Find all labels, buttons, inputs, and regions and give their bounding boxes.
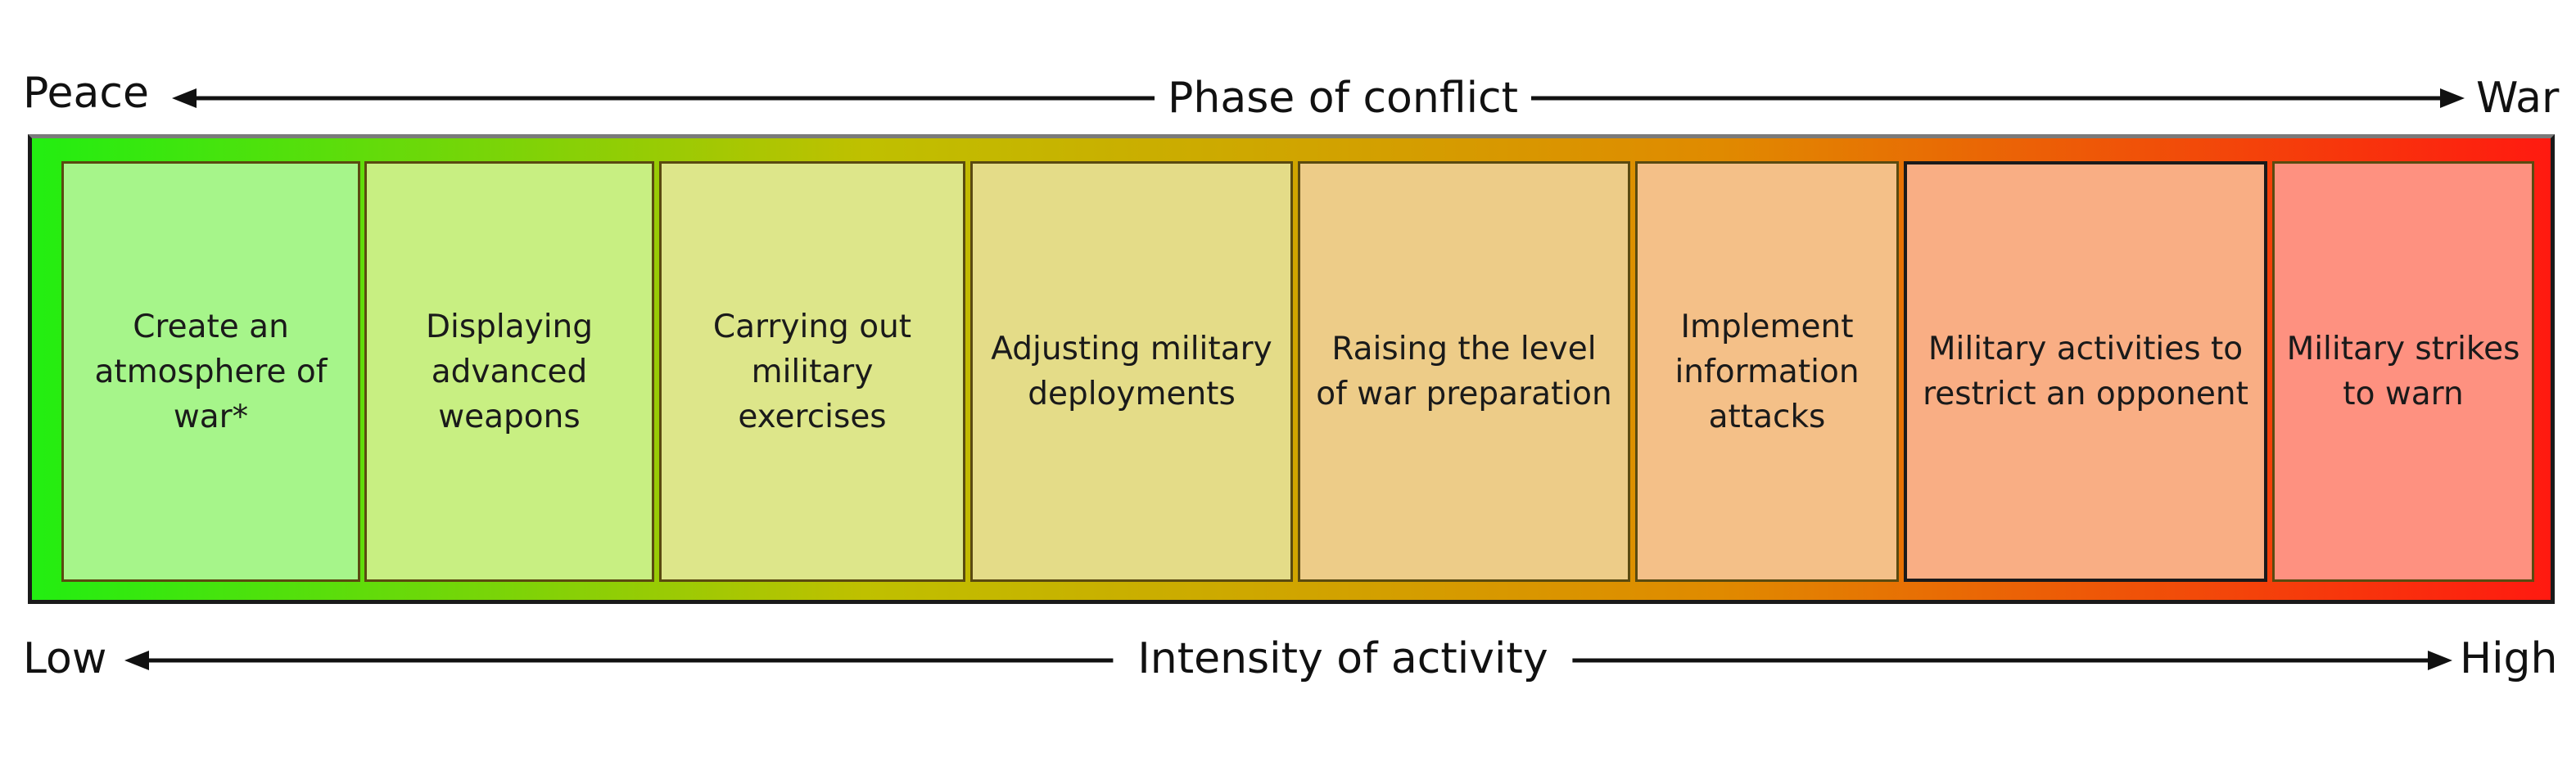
peace-label: Peace bbox=[23, 69, 149, 118]
stage-box: Adjusting military deployments bbox=[970, 161, 1293, 582]
stage-list: Create an atmosphere of war* Displaying … bbox=[32, 138, 2551, 600]
stage-label: Carrying out military exercises bbox=[712, 308, 912, 435]
stage-label: Displaying advanced weapons bbox=[425, 308, 594, 435]
stage-label: Implement information attacks bbox=[1674, 308, 1860, 435]
conflict-spectrum-band: Create an atmosphere of war* Displaying … bbox=[28, 134, 2555, 604]
stage-box: Displaying advanced weapons bbox=[364, 161, 654, 582]
phase-of-conflict-axis: Peace Phase of conflict War bbox=[0, 65, 2576, 131]
stage-box: Raising the level of war preparation bbox=[1298, 161, 1630, 582]
stage-label: Raising the level of war preparation bbox=[1316, 331, 1612, 412]
stage-box: Military strikes to warn bbox=[2272, 161, 2534, 582]
phase-of-conflict-label: Phase of conflict bbox=[1155, 65, 1531, 131]
stage-label: Military activities to restrict an oppon… bbox=[1923, 331, 2248, 412]
stage-box: Military activities to restrict an oppon… bbox=[1904, 161, 2267, 582]
high-label: High bbox=[2460, 634, 2558, 683]
intensity-of-activity-axis: Low Intensity of activity High bbox=[0, 626, 2576, 692]
stage-label: Military strikes to warn bbox=[2286, 331, 2520, 412]
stage-box: Create an atmosphere of war* bbox=[61, 161, 360, 582]
war-label: War bbox=[2476, 74, 2560, 123]
stage-label: Create an atmosphere of war* bbox=[94, 308, 328, 435]
stage-box: Carrying out military exercises bbox=[659, 161, 965, 582]
intensity-of-activity-label: Intensity of activity bbox=[1113, 626, 1573, 692]
low-label: Low bbox=[23, 634, 107, 683]
stage-box: Implement information attacks bbox=[1635, 161, 1899, 582]
stage-label: Adjusting military deployments bbox=[991, 331, 1272, 412]
